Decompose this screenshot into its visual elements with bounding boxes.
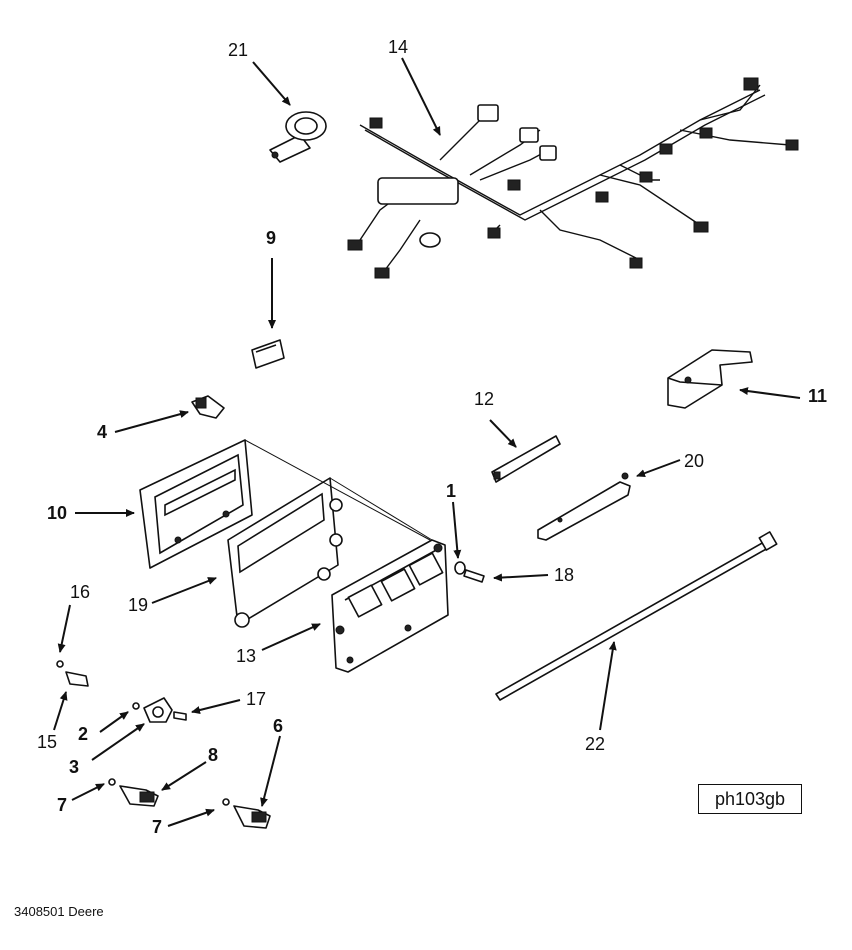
- callout-6: 6: [273, 716, 283, 736]
- callout-19: 19: [128, 595, 148, 615]
- reference-code-box: ph103gb: [698, 784, 802, 814]
- cover-plate-part-10: [139, 439, 253, 569]
- callout-3: 3: [69, 757, 79, 777]
- washer-part-1: [454, 561, 466, 575]
- callout-21: 21: [228, 40, 248, 60]
- callout-11: 11: [808, 386, 827, 406]
- screw-part-17: [173, 711, 187, 721]
- footer-caption: 3408501 Deere: [14, 904, 104, 919]
- mounting-plate-part-19: [227, 477, 343, 628]
- callout-12: 12: [474, 389, 494, 409]
- callout-2: 2: [78, 724, 88, 744]
- o-ring-part-7-second: [222, 798, 230, 806]
- fitting-part-15: [65, 671, 89, 687]
- leader-lines: [53, 57, 801, 827]
- callout-15: 15: [37, 732, 57, 752]
- o-ring-part-16: [56, 660, 64, 668]
- control-unit-part-13: [331, 539, 449, 673]
- callout-18: 18: [554, 565, 574, 585]
- callout-8: 8: [208, 745, 218, 765]
- cable-tie-part-22: [495, 531, 778, 701]
- callout-10: 10: [47, 503, 67, 523]
- label-part-12: [491, 435, 561, 483]
- bolt-part-18: [463, 569, 485, 583]
- callout-22: 22: [585, 734, 605, 754]
- sensor-part-4: [191, 395, 225, 419]
- callout-1: 1: [446, 481, 456, 501]
- callout-16: 16: [70, 582, 90, 602]
- callout-9: 9: [266, 228, 276, 248]
- wiring-harness-part-14: [347, 77, 799, 279]
- callout-7-first: 7: [57, 795, 67, 815]
- pad-part-9: [251, 339, 285, 369]
- callout-7-second: 7: [152, 817, 162, 837]
- callout-4: 4: [97, 422, 107, 442]
- bracket-part-20: [537, 472, 631, 541]
- sensor-part-8: [119, 785, 159, 807]
- callout-14: 14: [388, 37, 408, 57]
- callout-17: 17: [246, 689, 266, 709]
- callout-labels: 21 14 9 11 4 12 20 10 1 18 19 13 16 15 2…: [37, 37, 827, 837]
- sensor-part-6: [233, 805, 271, 829]
- callout-20: 20: [684, 451, 704, 471]
- o-ring-part-7: [108, 778, 116, 786]
- sensor-part-3: [143, 697, 173, 723]
- callout-13: 13: [236, 646, 256, 666]
- clamp-part-21: [269, 111, 327, 163]
- bracket-part-11: [667, 349, 753, 409]
- o-ring-part-2: [132, 702, 140, 710]
